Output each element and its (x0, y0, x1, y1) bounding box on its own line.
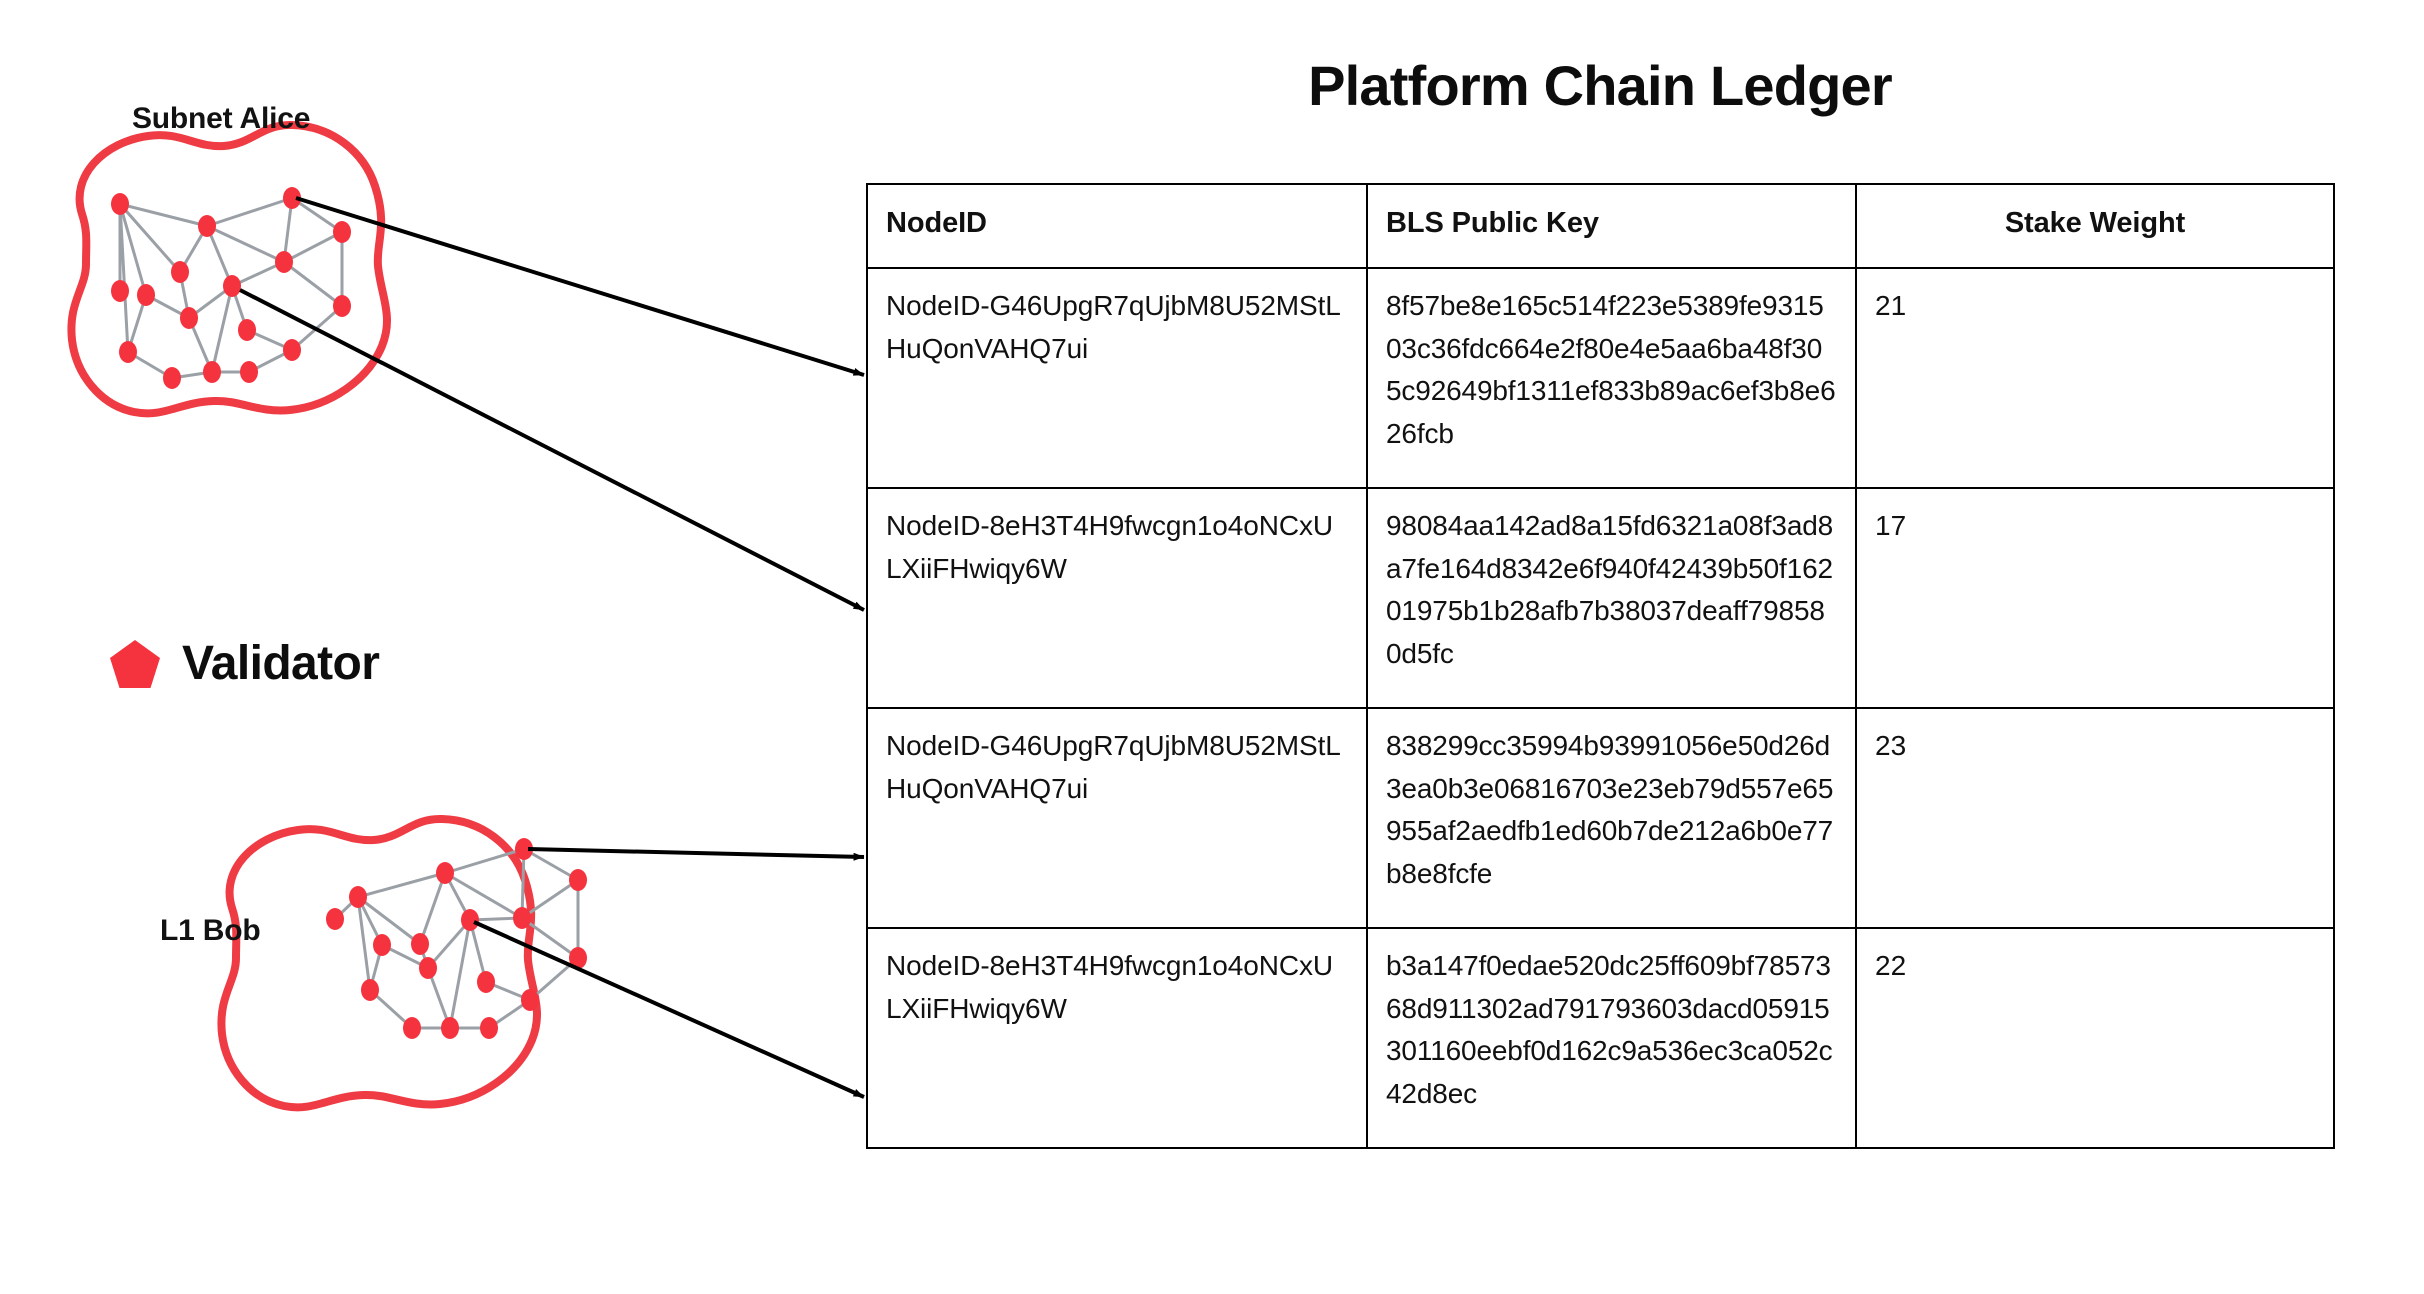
arrow-bob-to-row4 (473, 920, 865, 1099)
table-row: NodeID-G46UpgR7qUjbM8U52MStLHuQonVAHQ7ui… (866, 707, 2335, 929)
cell-nodeid: NodeID-G46UpgR7qUjbM8U52MStLHuQonVAHQ7ui (866, 707, 1368, 929)
page-title: Platform Chain Ledger (1308, 54, 1893, 117)
cell-nodeid: NodeID-G46UpgR7qUjbM8U52MStLHuQonVAHQ7ui (866, 267, 1368, 489)
cell-nodeid: NodeID-8eH3T4H9fwcgn1o4oNCxULXiiFHwiqy6W (866, 927, 1368, 1149)
column-header-stake-weight: Stake Weight (1855, 183, 2335, 269)
table-header-row: NodeID BLS Public Key Stake Weight (866, 183, 2335, 269)
network-diagram (67, 120, 865, 1112)
arrow-alice-to-row1 (295, 196, 865, 377)
bls-public-key-value: 838299cc35994b93991056e50d26d3ea0b3e0681… (1386, 730, 1834, 889)
platform-chain-ledger-table: NodeID BLS Public Key Stake Weight NodeI… (866, 183, 2335, 1149)
l1-bob-group (217, 814, 587, 1112)
subnet-alice-outline (67, 120, 391, 418)
bls-public-key-value: b3a147f0edae520dc25ff609bf7857368d911302… (1386, 950, 1833, 1109)
cell-bls-public-key: b3a147f0edae520dc25ff609bf7857368d911302… (1366, 927, 1857, 1149)
pentagon-icon (110, 640, 160, 688)
nodeid-value: NodeID-G46UpgR7qUjbM8U52MStLHuQonVAHQ7ui (886, 730, 1341, 804)
l1-bob-validators (326, 838, 587, 1039)
arrow-alice-to-row2 (239, 288, 865, 612)
validator-legend: Validator (108, 637, 380, 690)
validator-legend-label: Validator (182, 637, 380, 690)
cell-stake-weight: 23 (1855, 707, 2335, 929)
table-row: NodeID-8eH3T4H9fwcgn1o4oNCxULXiiFHwiqy6W… (866, 487, 2335, 709)
cell-bls-public-key: 838299cc35994b93991056e50d26d3ea0b3e0681… (1366, 707, 1857, 929)
column-header-nodeid: NodeID (866, 183, 1368, 269)
cell-nodeid: NodeID-8eH3T4H9fwcgn1o4oNCxULXiiFHwiqy6W (866, 487, 1368, 709)
cell-stake-weight: 21 (1855, 267, 2335, 489)
arrow-bob-to-row3 (527, 847, 865, 861)
nodeid-value: NodeID-G46UpgR7qUjbM8U52MStLHuQonVAHQ7ui (886, 290, 1341, 364)
subnet-alice-validators (111, 187, 351, 389)
l1-bob-outline (217, 814, 541, 1112)
nodeid-value: NodeID-8eH3T4H9fwcgn1o4oNCxULXiiFHwiqy6W (886, 510, 1333, 584)
column-header-bls-public-key: BLS Public Key (1366, 183, 1857, 269)
l1-bob-label: L1 Bob (160, 914, 261, 947)
table-row: NodeID-8eH3T4H9fwcgn1o4oNCxULXiiFHwiqy6W… (866, 927, 2335, 1149)
l1-bob-edges (333, 847, 580, 1030)
cell-stake-weight: 17 (1855, 487, 2335, 709)
connector-arrows (239, 196, 865, 1099)
cell-stake-weight: 22 (1855, 927, 2335, 1149)
cell-bls-public-key: 98084aa142ad8a15fd6321a08f3ad8a7fe164d83… (1366, 487, 1857, 709)
cell-bls-public-key: 8f57be8e165c514f223e5389fe931503c36fdc66… (1366, 267, 1857, 489)
subnet-alice-label: Subnet Alice (132, 102, 311, 135)
bls-public-key-value: 98084aa142ad8a15fd6321a08f3ad8a7fe164d83… (1386, 510, 1834, 669)
subnet-alice-group (67, 120, 391, 418)
nodeid-value: NodeID-8eH3T4H9fwcgn1o4oNCxULXiiFHwiqy6W (886, 950, 1333, 1024)
bls-public-key-value: 8f57be8e165c514f223e5389fe931503c36fdc66… (1386, 290, 1836, 449)
table-row: NodeID-G46UpgR7qUjbM8U52MStLHuQonVAHQ7ui… (866, 267, 2335, 489)
